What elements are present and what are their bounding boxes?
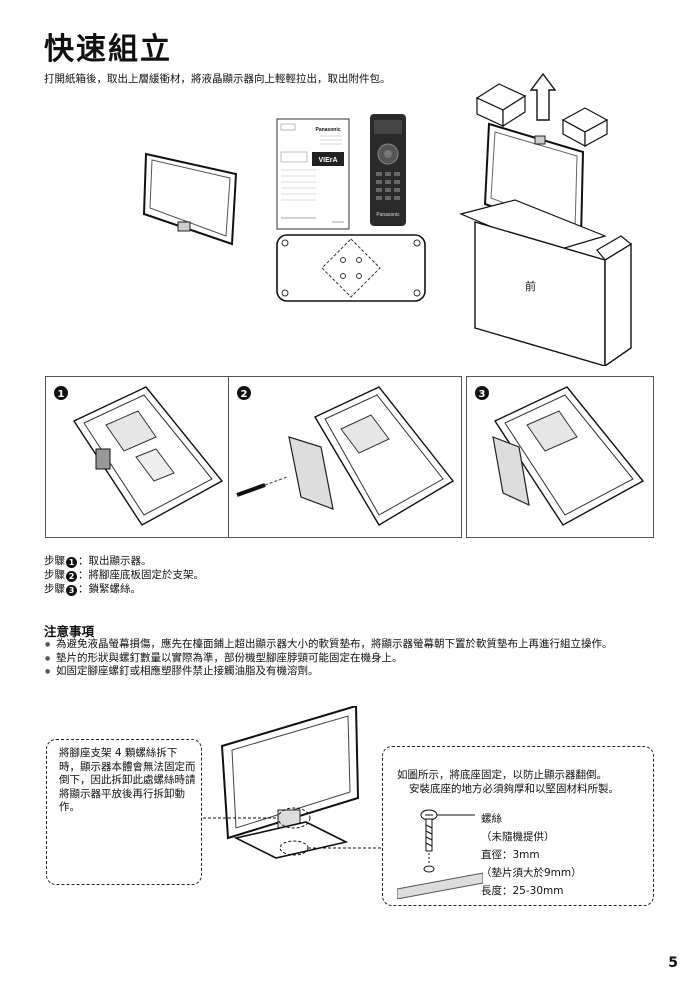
caution-item: 墊片的形狀與螺釘數量以實際為準，部份機型腳座脖頸可能固定在機身上。 [44, 652, 654, 666]
stand-base-illustration [276, 234, 426, 302]
caution-list: 為避免液晶螢幕損傷，應先在檯面鋪上超出顯示器大小的軟質墊布，將顯示器螢幕朝下置於… [44, 638, 654, 679]
remote-brand-label: Panasonic [376, 212, 400, 218]
step-panel-3: 3 [466, 376, 654, 538]
step-1-drawing: 1 [54, 386, 224, 526]
stand-removal-text: 將腳座支架 4 顆螺絲拆下時，顯示器本體會無法固定而倒下，因此拆卸此處螺絲時請將… [59, 747, 196, 813]
caution-item: 為避免液晶螢幕損傷，應先在檯面鋪上超出顯示器大小的軟質墊布，將顯示器螢幕朝下置於… [44, 638, 654, 652]
anti-tip-line-1: 如圖所示，將底座固定，以防止顯示器翻倒。 [397, 769, 607, 781]
screw-not-supplied: （未隨機提供） [481, 831, 555, 843]
screw-length: 長度：25-30mm [481, 885, 564, 897]
step-3-drawing: 3 [475, 386, 645, 526]
stand-removal-note: 將腳座支架 4 顆螺絲拆下時，顯示器本體會無法固定而倒下，因此拆卸此處螺絲時請將… [46, 739, 202, 885]
screw-label: 螺絲 [481, 813, 502, 825]
screw-washer: （墊片須大於9mm） [481, 867, 582, 879]
step-2-drawing: 2 [236, 386, 455, 526]
tv-back-illustration [198, 706, 382, 859]
page-number: 5 [668, 955, 678, 971]
screw-diameter: 直徑：3mm [481, 849, 540, 861]
step-2-badge: 2 [241, 389, 248, 400]
anti-tip-note: 如圖所示，將底座固定，以防止顯示器翻倒。 安裝底座的地方必須夠厚和以堅固材料所製… [382, 746, 654, 906]
step-1-badge: 1 [58, 389, 65, 400]
unboxing-illustration: 前 [459, 72, 633, 366]
intro-text: 打開紙箱後，取出上層緩衝材，將液晶顯示器向上輕輕拉出，取出附件包。 [44, 73, 391, 85]
box-front-label: 前 [525, 279, 536, 293]
page-title: 快速組立 [44, 32, 172, 67]
remote-illustration: Panasonic [370, 114, 406, 226]
manual-brand-label: Panasonic [315, 127, 340, 133]
step-panel-2: 2 [228, 376, 462, 538]
screw-illustration [397, 809, 483, 899]
manual-illustration: VIErA Panasonic [276, 118, 350, 230]
caution-title: 注意事項 [44, 624, 95, 639]
tv-illustration [142, 152, 238, 246]
anti-tip-line-2: 安裝底座的地方必須夠厚和以堅固材料所製。 [409, 783, 619, 795]
step-3-badge: 3 [479, 389, 486, 400]
viera-label: VIErA [318, 157, 337, 164]
caution-item: 如固定腳座螺釘或相應塑膠件禁止接觸油脂及有機溶劑。 [44, 665, 654, 679]
step-panel-1: 1 [45, 376, 233, 538]
